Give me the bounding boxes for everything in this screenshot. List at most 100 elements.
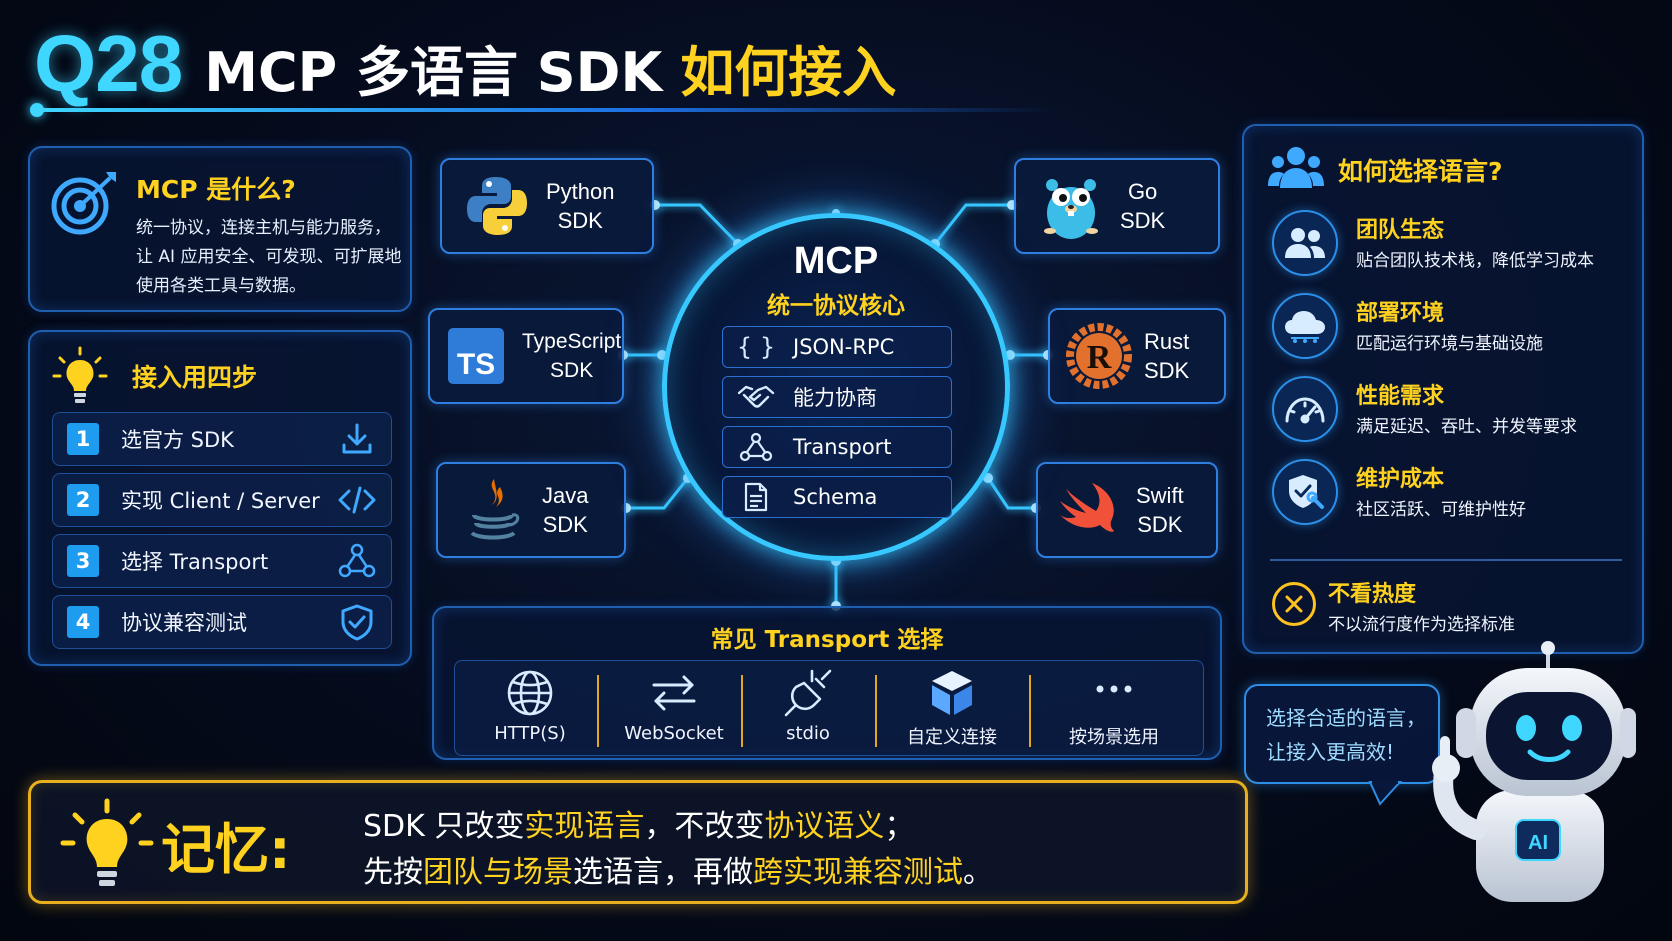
what-is-description: 统一协议，连接主机与能力服务，让 AI 应用安全、可发现、可扩展地使用各类工具与… bbox=[136, 218, 402, 296]
criterion-desc: 社区活跃、可维护性好 bbox=[1356, 500, 1526, 520]
transport-separator bbox=[741, 675, 743, 747]
criterion-title: 团队生态 bbox=[1356, 218, 1445, 243]
choose-heading: 如何选择语言? bbox=[1338, 157, 1503, 186]
lightbulb-icon bbox=[52, 346, 108, 406]
step-3: 3 选择 Transport bbox=[52, 534, 392, 588]
speech-bubble: 选择合适的语言， 让接入更高效! bbox=[1244, 684, 1440, 784]
swift-logo bbox=[1052, 475, 1122, 545]
memory-line-1: SDK 只改变实现语言，不改变协议语义； bbox=[363, 809, 915, 844]
team-icon bbox=[1272, 210, 1338, 276]
criterion-not-popularity: 不看热度 不以流行度作为选择标准 bbox=[1268, 574, 1638, 644]
core-title: MCP bbox=[793, 240, 879, 282]
go-gopher-logo bbox=[1036, 171, 1106, 241]
core-item-schema: Schema bbox=[722, 476, 952, 518]
sdk-go: Go SDK bbox=[1014, 158, 1220, 254]
network-icon bbox=[337, 541, 377, 581]
document-icon bbox=[739, 482, 773, 512]
steps-heading: 接入用四步 bbox=[132, 363, 258, 392]
core-item-label: Transport bbox=[793, 435, 892, 459]
transport-heading: 常见 Transport 选择 bbox=[710, 627, 944, 653]
step-label: 选官方 SDK bbox=[121, 428, 234, 452]
transport-panel: 常见 Transport 选择 HTTP(S) WebSocket bbox=[432, 606, 1222, 760]
typescript-logo: TS bbox=[446, 321, 516, 391]
more-icon bbox=[1088, 667, 1140, 719]
steps-panel: 接入用四步 1 选官方 SDK 2 实现 Client / Server 3 选… bbox=[28, 330, 412, 666]
sdk-name: Rust SDK bbox=[1144, 329, 1190, 383]
core-item-negotiation: 能力协商 bbox=[722, 376, 952, 418]
step-4: 4 协议兼容测试 bbox=[52, 595, 392, 649]
transport-http: HTTP(S) bbox=[475, 661, 585, 757]
step-2: 2 实现 Client / Server bbox=[52, 473, 392, 527]
criterion-maintenance: 维护成本 社区活跃、可维护性好 bbox=[1268, 453, 1638, 533]
handshake-icon bbox=[737, 382, 775, 412]
criterion-desc: 贴合团队技术栈，降低学习成本 bbox=[1356, 251, 1594, 271]
step-label: 实现 Client / Server bbox=[121, 489, 320, 513]
bubble-tail bbox=[1368, 780, 1403, 806]
memory-heading: 记忆: bbox=[161, 818, 291, 881]
svg-text:R: R bbox=[1087, 339, 1112, 376]
code-icon bbox=[337, 480, 377, 520]
core-item-jsonrpc: { } JSON-RPC bbox=[722, 326, 952, 368]
criterion-desc: 不以流行度作为选择标准 bbox=[1328, 615, 1515, 635]
users-icon bbox=[1268, 144, 1324, 194]
page-title: Q28 MCP 多语言 SDK 如何接入 bbox=[34, 18, 896, 108]
cloud-icon bbox=[1272, 293, 1338, 359]
x-circle-icon bbox=[1272, 582, 1316, 626]
criterion-deploy: 部署环境 匹配运行环境与基础设施 bbox=[1268, 287, 1638, 367]
sdk-name: Java SDK bbox=[542, 483, 589, 537]
java-logo bbox=[458, 475, 528, 545]
memory-line-2: 先按团队与场景选语言，再做跨实现兼容测试。 bbox=[363, 855, 993, 890]
connector-swift bbox=[986, 477, 1036, 510]
rust-logo: R bbox=[1064, 321, 1134, 391]
sdk-python: Python SDK bbox=[440, 158, 654, 254]
connector-java bbox=[626, 477, 690, 510]
transport-options: HTTP(S) WebSocket stdio bbox=[454, 660, 1204, 756]
target-icon bbox=[50, 168, 120, 238]
robot-badge: AI bbox=[1528, 832, 1548, 854]
step-label: 协议兼容测试 bbox=[121, 611, 247, 635]
transport-custom: 自定义连接 bbox=[885, 661, 1019, 757]
sdk-swift: Swift SDK bbox=[1036, 462, 1218, 558]
transport-websocket: WebSocket bbox=[607, 661, 741, 757]
svg-text:TS: TS bbox=[457, 348, 495, 381]
sdk-rust: R Rust SDK bbox=[1048, 308, 1226, 404]
robot-mascot: AI bbox=[1432, 641, 1636, 902]
transport-label: 按场景选用 bbox=[1069, 727, 1159, 748]
criterion-title: 部署环境 bbox=[1356, 301, 1445, 326]
braces-icon: { } bbox=[736, 333, 776, 361]
sdk-name: Swift SDK bbox=[1136, 483, 1184, 537]
step-number: 2 bbox=[67, 484, 99, 516]
choose-language-panel: 如何选择语言? 团队生态 贴合团队技术栈，降低学习成本 部署环境 匹配运行环境与… bbox=[1242, 124, 1644, 654]
shield-wrench-icon bbox=[1272, 459, 1338, 525]
globe-icon bbox=[504, 667, 556, 719]
sdk-name: TypeScript SDK bbox=[522, 330, 622, 382]
connector-go bbox=[933, 203, 1012, 245]
title-highlight: 如何接入 bbox=[680, 41, 897, 104]
criterion-team: 团队生态 贴合团队技术栈，降低学习成本 bbox=[1268, 204, 1638, 284]
transport-separator bbox=[1029, 675, 1031, 747]
transport-separator bbox=[875, 675, 877, 747]
divider bbox=[1270, 559, 1622, 561]
core-item-transport: Transport bbox=[722, 426, 952, 468]
sdk-typescript: TS TypeScript SDK bbox=[428, 308, 624, 404]
bubble-line-1: 选择合适的语言， bbox=[1266, 706, 1426, 730]
shield-check-icon bbox=[337, 602, 377, 642]
core-subtitle: 统一协议核心 bbox=[767, 293, 905, 319]
transport-label: stdio bbox=[786, 723, 830, 744]
transport-label: 自定义连接 bbox=[907, 727, 997, 748]
transport-stdio: stdio bbox=[751, 661, 865, 757]
criterion-desc: 满足延迟、吞吐、并发等要求 bbox=[1356, 417, 1577, 437]
core-item-label: JSON-RPC bbox=[793, 335, 895, 359]
transport-label: HTTP(S) bbox=[494, 723, 566, 744]
step-label: 选择 Transport bbox=[121, 550, 269, 574]
title-underline bbox=[34, 108, 1054, 112]
arrows-icon bbox=[648, 667, 700, 719]
bubble-line-2: 让接入更高效! bbox=[1266, 740, 1395, 764]
step-number: 4 bbox=[67, 606, 99, 638]
sdk-java: Java SDK bbox=[436, 462, 626, 558]
download-icon bbox=[337, 419, 377, 459]
criterion-title: 不看热度 bbox=[1328, 582, 1417, 607]
transport-label: WebSocket bbox=[624, 723, 724, 744]
title-main: MCP 多语言 SDK bbox=[204, 41, 663, 104]
title-underline-dot bbox=[30, 103, 44, 117]
